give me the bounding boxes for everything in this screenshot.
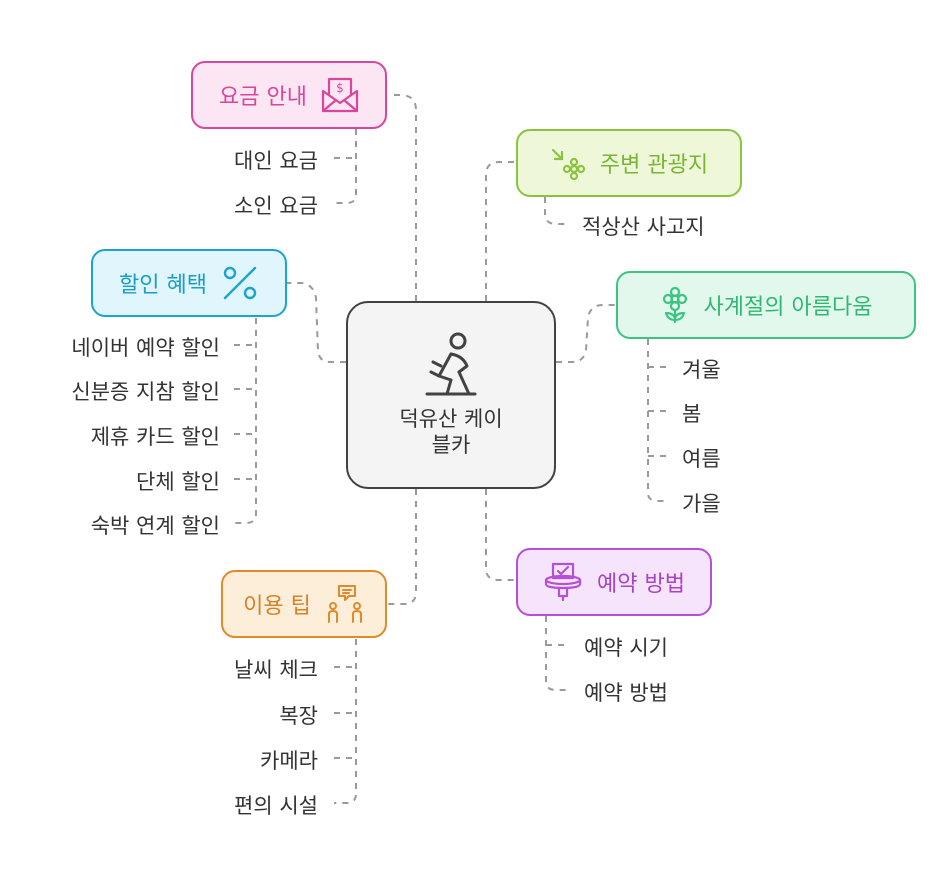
edge-reservation [485, 489, 516, 581]
leaf-discount-lodging: 숙박 연계 할인 [90, 514, 220, 538]
cyclist-icon [425, 332, 477, 396]
branch-seasons-label: 사계절의 아름다움 [703, 295, 873, 320]
leaf-fee-adult: 대인 요금 [234, 149, 318, 173]
leaf-fee-child: 소인 요금 [234, 194, 318, 218]
leaf-reservation-method: 예약 방법 [584, 681, 668, 705]
edge-discount [287, 282, 346, 363]
leaf-discount-card: 제휴 카드 할인 [90, 425, 220, 449]
leaf-season-summer: 여름 [682, 447, 721, 471]
leaf-reservation-timing: 예약 시기 [584, 636, 668, 660]
leaf-tips-clothing: 복장 [279, 704, 318, 728]
branch-discount[interactable]: 할인 혜택 [91, 249, 287, 317]
center-title-line2: 블카 [431, 433, 471, 457]
leaf-discount-group: 단체 할인 [136, 470, 220, 494]
flower-icon [660, 287, 690, 323]
center-title-line1: 덕유산 케이 [399, 406, 503, 431]
branch-reservation[interactable]: 예약 방법 [516, 548, 712, 616]
people-chat-icon [325, 584, 365, 624]
edge-tips [387, 489, 417, 605]
edge-seasons [556, 304, 616, 363]
branch-fee-label: 요금 안내 [219, 85, 307, 110]
leaf-season-spring: 봄 [682, 402, 702, 426]
leaf-season-winter: 겨울 [682, 358, 721, 382]
leaf-tips-facilities: 편의 시설 [234, 794, 318, 818]
money-envelope-icon: $ [321, 77, 359, 113]
leaf-discount-naver: 네이버 예약 할인 [71, 336, 220, 360]
center-node: 덕유산 케이 블카 [346, 301, 556, 489]
leaf-sights-jeoksangsan: 적상산 사고지 [582, 215, 705, 239]
percent-icon [221, 264, 259, 302]
branch-sights[interactable]: 주변 관광지 [516, 129, 742, 197]
ballot-box-icon [543, 562, 583, 602]
svg-text:$: $ [336, 81, 344, 95]
branch-discount-label: 할인 혜택 [119, 273, 207, 298]
leaf-discount-id: 신분증 지참 할인 [71, 380, 220, 404]
branch-tips[interactable]: 이용 팁 [221, 570, 387, 638]
flower-arrow-icon [550, 146, 586, 180]
leaf-tips-weather: 날씨 체크 [234, 658, 318, 682]
branch-tips-label: 이용 팁 [243, 594, 311, 619]
branch-sights-label: 주변 관광지 [599, 153, 709, 178]
leaf-tips-camera: 카메라 [260, 749, 318, 773]
branch-fee[interactable]: 요금 안내 $ [191, 61, 387, 129]
leaf-season-autumn: 가을 [682, 492, 721, 516]
branch-reservation-label: 예약 방법 [597, 572, 685, 597]
edge-sights [485, 161, 516, 301]
edge-fee [388, 94, 417, 301]
branch-seasons[interactable]: 사계절의 아름다움 [616, 271, 916, 339]
